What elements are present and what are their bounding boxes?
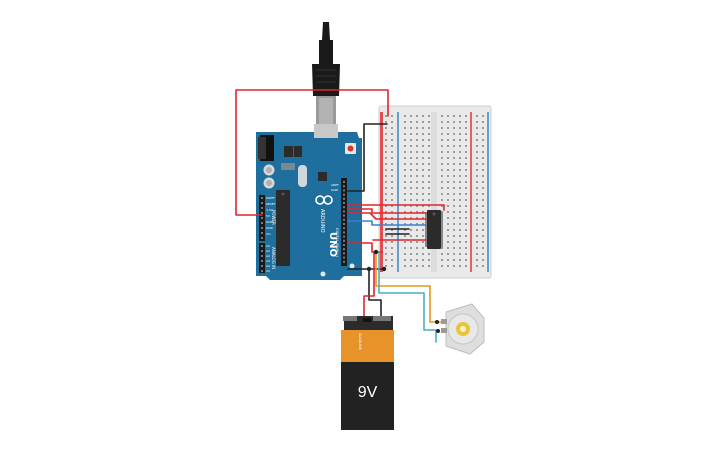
wires[interactable] (235, 89, 445, 343)
digital-header[interactable] (341, 178, 347, 266)
analog-pin-label: A5 (266, 269, 270, 273)
board-brand: ARDUINO (319, 209, 325, 233)
digital-header-label: DIGITAL (PWM~) (335, 228, 339, 258)
board-model: UNO (327, 232, 338, 257)
power-pin-label: 5V (266, 214, 271, 218)
battery-fine-print: ALKALINE (358, 333, 362, 350)
breadboard-holes (385, 115, 484, 267)
wire-red-battery (363, 251, 375, 319)
analog-pin-label: A3 (266, 259, 270, 263)
wire-red-d3 (347, 212, 427, 220)
power-pin-label: Vin (266, 232, 271, 236)
breadboard[interactable] (378, 105, 492, 279)
analog-header-pins[interactable] (259, 243, 265, 273)
motor-driver-ic[interactable] (425, 210, 443, 249)
analog-pin-label: A1 (266, 249, 270, 253)
usb-plug-icon[interactable] (312, 22, 340, 138)
arduino-board[interactable]: ARDUINO UNO POWER ANALOG IN DIGITAL (PWM… (256, 132, 362, 280)
wire-orange-motor (375, 251, 445, 323)
pin-aref-label: AREF (331, 183, 339, 187)
power-pin-label: 3.3V (266, 208, 274, 212)
wire-black-battery (368, 268, 382, 319)
analog-pin-label: A4 (266, 264, 270, 268)
analog-pin-label: A2 (266, 254, 270, 258)
battery-voltage-label: 9V (358, 384, 378, 401)
wire-junctions (366, 249, 440, 333)
wire-red-5v (235, 89, 389, 216)
power-pin-label: GND (266, 226, 274, 230)
power-pin-labels: IOREF RESET 3.3V 5V GND GND Vin (266, 196, 276, 236)
wire-red-d2 (347, 208, 427, 214)
microcontroller-chip (276, 190, 290, 266)
wire-red-d1 (347, 204, 445, 211)
power-header-label: POWER (271, 210, 276, 225)
pin-gnd-label: GND (331, 188, 339, 192)
wire-black-gnd (347, 123, 388, 192)
header-pin-holes (261, 181, 345, 272)
wire-blue-d4 (347, 220, 427, 226)
motor-icon[interactable] (441, 303, 485, 355)
analog-header-label: ANALOG IN (271, 247, 276, 269)
power-pin-label: IOREF (266, 196, 275, 200)
wire-teal-motor (378, 251, 437, 343)
power-pin-label: RESET (266, 202, 276, 206)
arduino-logo (315, 195, 333, 205)
analog-pin-label: A0 (266, 244, 270, 248)
battery-icon[interactable]: ALKALINE 9V (341, 316, 394, 430)
power-pin-label: GND (266, 220, 274, 224)
